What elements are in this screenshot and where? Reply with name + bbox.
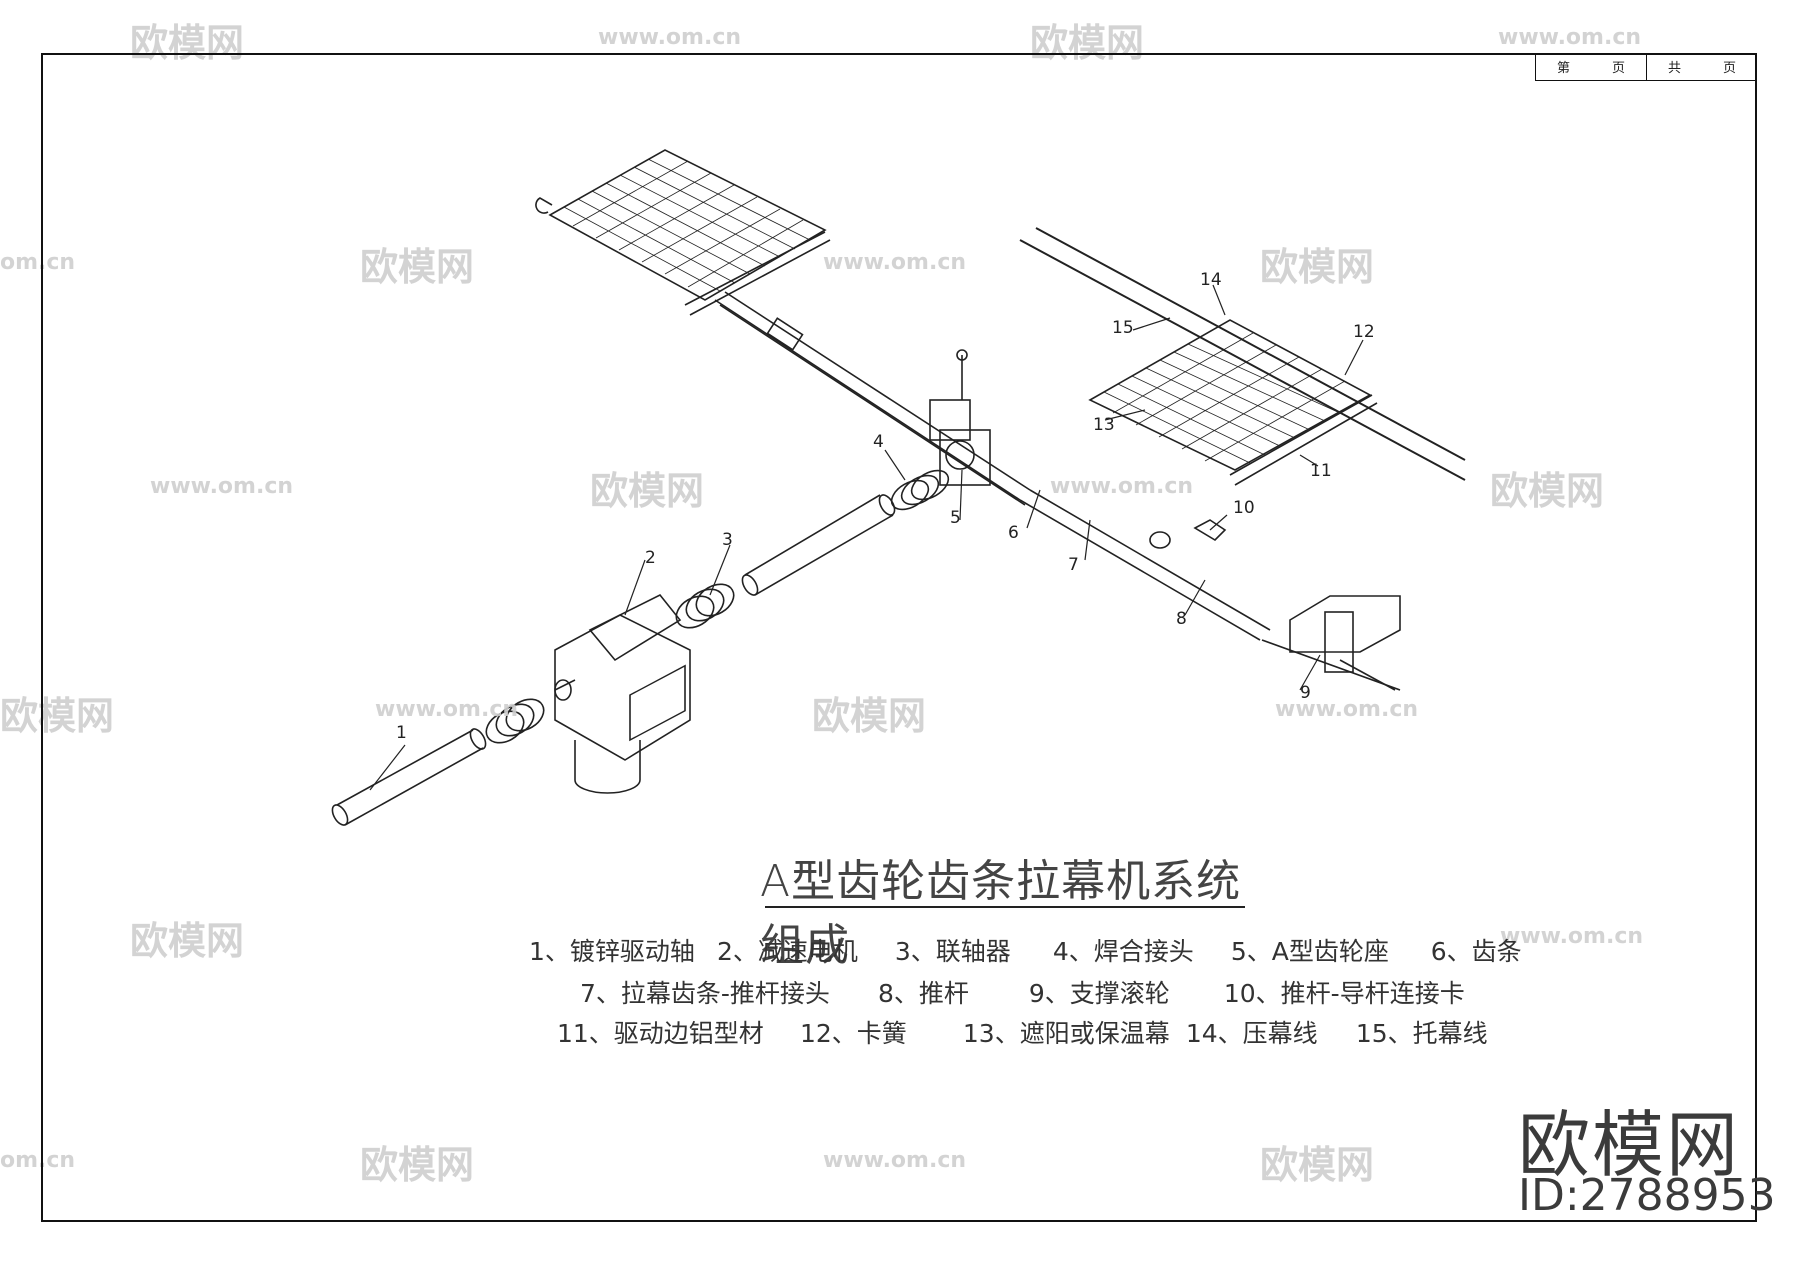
watermark-brand: 欧模网 xyxy=(812,694,927,738)
watermark-brand: 欧模网 xyxy=(1260,1143,1375,1187)
callout-3: 3 xyxy=(722,530,733,550)
watermark-brand: 欧模网 xyxy=(1490,469,1605,513)
watermark-url: www.om.cn xyxy=(1275,697,1419,722)
watermark-id: ID:2788953 xyxy=(1518,1170,1776,1221)
legend-item: 6、齿条 xyxy=(1430,937,1522,966)
screen-panel-right xyxy=(1088,319,1378,486)
watermark-brand: 欧模网 xyxy=(360,245,475,289)
callout-7: 7 xyxy=(1068,555,1079,575)
legend-item: 11、驱动边铝型材 xyxy=(557,1019,764,1048)
legend-row-2: 7、拉幕齿条-推杆接头 8、推杆 9、支撑滚轮 10、推杆-导杆连接卡 xyxy=(580,974,1465,1010)
curtain-wires xyxy=(1019,227,1466,481)
title-block: 第 页 共 页 xyxy=(1535,53,1757,81)
callout-10: 10 xyxy=(1233,498,1255,518)
drive-shaft xyxy=(331,728,487,826)
watermark-url: www.om.cn xyxy=(823,1148,967,1173)
watermark-url: www.om.cn xyxy=(375,697,519,722)
total-label: 共 xyxy=(1667,61,1681,76)
watermark-url: www.om.cn xyxy=(150,474,294,499)
shaft-middle xyxy=(741,494,896,596)
watermark-brand: 欧模网 xyxy=(590,469,705,513)
coupling-4 xyxy=(890,469,950,511)
watermark-short-url: om.cn xyxy=(0,250,76,275)
legend-row-1: 1、镀锌驱动轴 2、减速电机 3、联轴器 4、焊合接头 5、A型齿轮座 6、齿条 xyxy=(529,932,1522,968)
callout-labels: 1 2 3 4 5 6 7 8 9 10 11 12 13 14 15 xyxy=(396,270,1375,743)
callout-11: 11 xyxy=(1310,461,1332,481)
sheet-unit: 页 xyxy=(1611,61,1625,76)
callout-8: 8 xyxy=(1176,609,1187,629)
sheet-number-cell: 第 页 xyxy=(1536,53,1647,80)
watermark-url: www.om.cn xyxy=(598,25,742,50)
watermark-url: www.om.cn xyxy=(1498,25,1642,50)
total-unit: 页 xyxy=(1722,61,1736,76)
watermark-url: www.om.cn xyxy=(823,250,967,275)
callout-1: 1 xyxy=(396,723,407,743)
callout-14: 14 xyxy=(1200,270,1222,290)
callout-15: 15 xyxy=(1112,318,1134,338)
callout-13: 13 xyxy=(1093,415,1115,435)
watermark-short-url: om.cn xyxy=(0,1148,76,1173)
connector-clip xyxy=(1149,519,1227,549)
legend-item: 7、拉幕齿条-推杆接头 xyxy=(580,979,830,1008)
watermark-brand: 欧模网 xyxy=(1030,21,1145,65)
callout-12: 12 xyxy=(1353,322,1375,342)
drawing-title: A型齿轮齿条拉幕机系统组成 xyxy=(760,856,1242,971)
watermark-brand-large: 欧模网 xyxy=(1518,1103,1741,1187)
support-roller xyxy=(1289,595,1401,691)
watermark-brand: 欧模网 xyxy=(130,919,245,963)
callout-9: 9 xyxy=(1300,683,1311,703)
watermark-url: www.om.cn xyxy=(1500,924,1644,949)
total-sheets-cell: 共 页 xyxy=(1647,53,1757,80)
gear-motor xyxy=(554,593,691,794)
callout-6: 6 xyxy=(1008,523,1019,543)
callout-4: 4 xyxy=(873,432,884,452)
drawing-frame xyxy=(41,53,1757,1222)
watermark-brand: 欧模网 xyxy=(0,694,115,738)
legend-item: 15、托幕线 xyxy=(1355,1019,1488,1048)
legend-item: 14、压幕线 xyxy=(1185,1019,1318,1048)
callout-leaders xyxy=(369,284,1364,791)
coupling-1 xyxy=(485,698,545,744)
screen-panel-left xyxy=(535,149,831,316)
watermark-brand: 欧模网 xyxy=(360,1143,475,1187)
watermark-brand: 欧模网 xyxy=(130,21,245,65)
rack-assembly xyxy=(714,291,1401,691)
legend-item: 4、焊合接头 xyxy=(1052,937,1194,966)
watermark-brand: 欧模网 xyxy=(1260,245,1375,289)
watermark-url: www.om.cn xyxy=(1050,474,1194,499)
callout-2: 2 xyxy=(645,548,656,568)
title-underline xyxy=(765,906,1245,908)
legend-item: 10、推杆-导杆连接卡 xyxy=(1223,979,1465,1008)
gear-seat xyxy=(929,349,991,486)
legend-item: 12、卡簧 xyxy=(799,1019,907,1048)
sheet-label: 第 xyxy=(1556,61,1570,76)
legend-item: 2、减速电机 xyxy=(716,937,858,966)
legend-item: 1、镀锌驱动轴 xyxy=(529,937,695,966)
legend-item: 13、遮阳或保温幕 xyxy=(962,1019,1170,1048)
legend-item: 8、推杆 xyxy=(877,979,969,1008)
legend-row-3: 11、驱动边铝型材 12、卡簧 13、遮阳或保温幕 14、压幕线 15、托幕线 xyxy=(557,1014,1488,1050)
legend-item: 5、A型齿轮座 xyxy=(1230,937,1389,966)
legend-item: 3、联轴器 xyxy=(894,937,1011,966)
callout-5: 5 xyxy=(950,508,961,528)
legend-item: 9、支撑滚轮 xyxy=(1028,979,1170,1008)
